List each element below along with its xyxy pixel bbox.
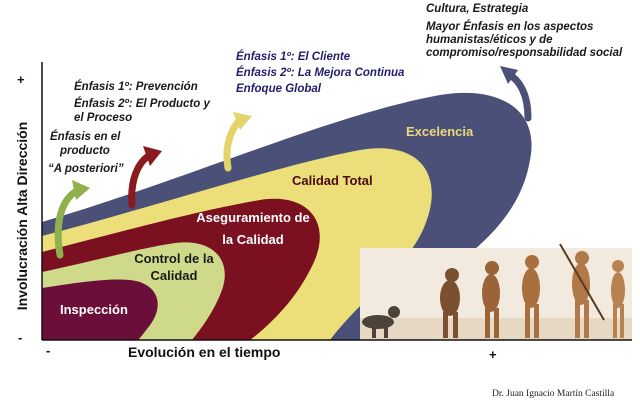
zone-inspeccion: Inspección xyxy=(60,302,128,317)
arrow-green xyxy=(54,186,82,259)
y-axis-plus: + xyxy=(17,72,25,87)
note-calidad-total-line2: Énfasis 2º: La Mejora Continua xyxy=(236,67,405,79)
human-evolution-image xyxy=(360,243,632,340)
x-axis-minus: - xyxy=(46,343,51,358)
note-control-line2: Énfasis 2º: El Producto y xyxy=(74,98,210,110)
note-excelencia-line3: humanistas/éticos y de xyxy=(426,34,553,46)
x-axis-plus: + xyxy=(489,347,497,362)
note-control-line3: el Proceso xyxy=(74,112,133,124)
arrow-green-head xyxy=(72,180,90,200)
note-control-line1: Énfasis 1º: Prevención xyxy=(74,81,198,93)
note-inspeccion-line2: producto xyxy=(60,145,110,157)
note-inspeccion-line3: “A posteriori” xyxy=(48,163,124,175)
zone-excelencia: Excelencia xyxy=(406,124,474,139)
inspeccion-band xyxy=(42,279,158,340)
note-calidad-total-line3: Enfoque Global xyxy=(236,83,321,95)
x-axis-label: Evolución en el tiempo xyxy=(128,344,281,360)
author-credit: Dr. Juan Ignacio Martín Castilla xyxy=(492,389,615,399)
zone-calidad-total: Calidad Total xyxy=(292,173,373,188)
zone-control: Control de la Calidad xyxy=(134,251,214,283)
zone-aseguramiento: Aseguramiento de la Calidad xyxy=(196,210,310,247)
y-axis-minus: - xyxy=(18,330,23,345)
note-excelencia-line2: Mayor Énfasis en los aspectos xyxy=(426,21,594,33)
arrow-red-head xyxy=(143,146,162,166)
note-excelencia-line4: compromiso/responsabilidad social xyxy=(426,47,623,59)
note-inspeccion-line1: Énfasis en el xyxy=(50,131,121,143)
y-axis-label: Involucración Alta Dirección xyxy=(14,121,30,311)
note-excelencia-line1: Cultura, Estrategia xyxy=(426,3,529,15)
note-calidad-total-line1: Énfasis 1º: El Cliente xyxy=(236,51,351,63)
arrow-blue-head xyxy=(500,66,518,84)
arrow-yellow-head xyxy=(233,112,252,130)
